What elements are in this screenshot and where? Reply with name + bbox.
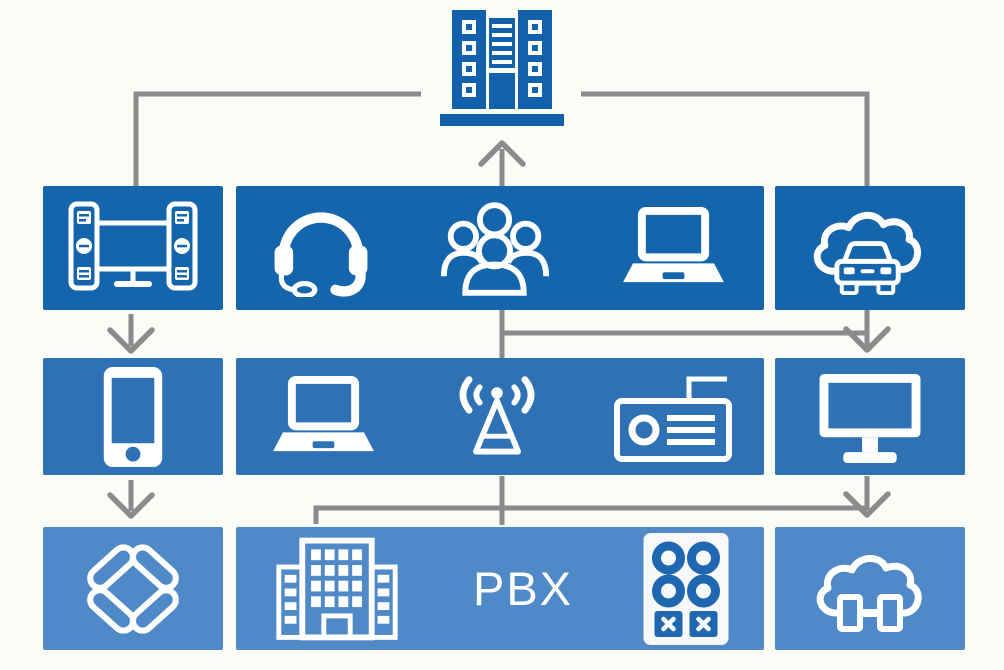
data-center-icon xyxy=(440,10,564,126)
arrowhead-down-icon xyxy=(843,491,891,518)
box-access-devices xyxy=(236,358,764,475)
video-conference-endpoint-icon xyxy=(68,201,198,291)
cloud-network-icon xyxy=(816,554,922,632)
box-sync xyxy=(43,527,223,650)
box-connected-car xyxy=(775,186,965,310)
connector-row2-horizontal xyxy=(313,505,867,524)
laptop-icon xyxy=(273,375,374,451)
box-video-conference xyxy=(43,186,223,310)
smartphone-icon xyxy=(103,366,163,467)
radio-tower-icon xyxy=(459,375,535,454)
arrowhead-down-icon xyxy=(107,492,155,519)
connector-top-left xyxy=(133,91,421,186)
headset-icon xyxy=(274,212,368,297)
office-building-icon xyxy=(276,537,398,640)
user-group-icon xyxy=(440,202,550,296)
data-center-node xyxy=(432,10,572,126)
box-pbx: PBX xyxy=(236,527,764,650)
arrowhead-up-icon xyxy=(478,140,526,167)
keypad-icon xyxy=(643,532,729,645)
box-desktop-monitor xyxy=(775,358,965,475)
desktop-monitor-icon xyxy=(819,373,921,463)
arrowhead-down-icon xyxy=(107,327,155,354)
laptop-icon xyxy=(623,206,724,283)
sync-segments-icon xyxy=(87,543,179,634)
box-communication-endpoints xyxy=(236,186,764,310)
connected-car-cloud-icon xyxy=(813,211,921,296)
box-smartphone xyxy=(43,358,223,475)
radio-icon xyxy=(614,376,732,462)
pbx-label: PBX xyxy=(472,562,574,615)
arrowhead-down-icon xyxy=(843,326,891,353)
box-cloud-network xyxy=(775,527,965,650)
